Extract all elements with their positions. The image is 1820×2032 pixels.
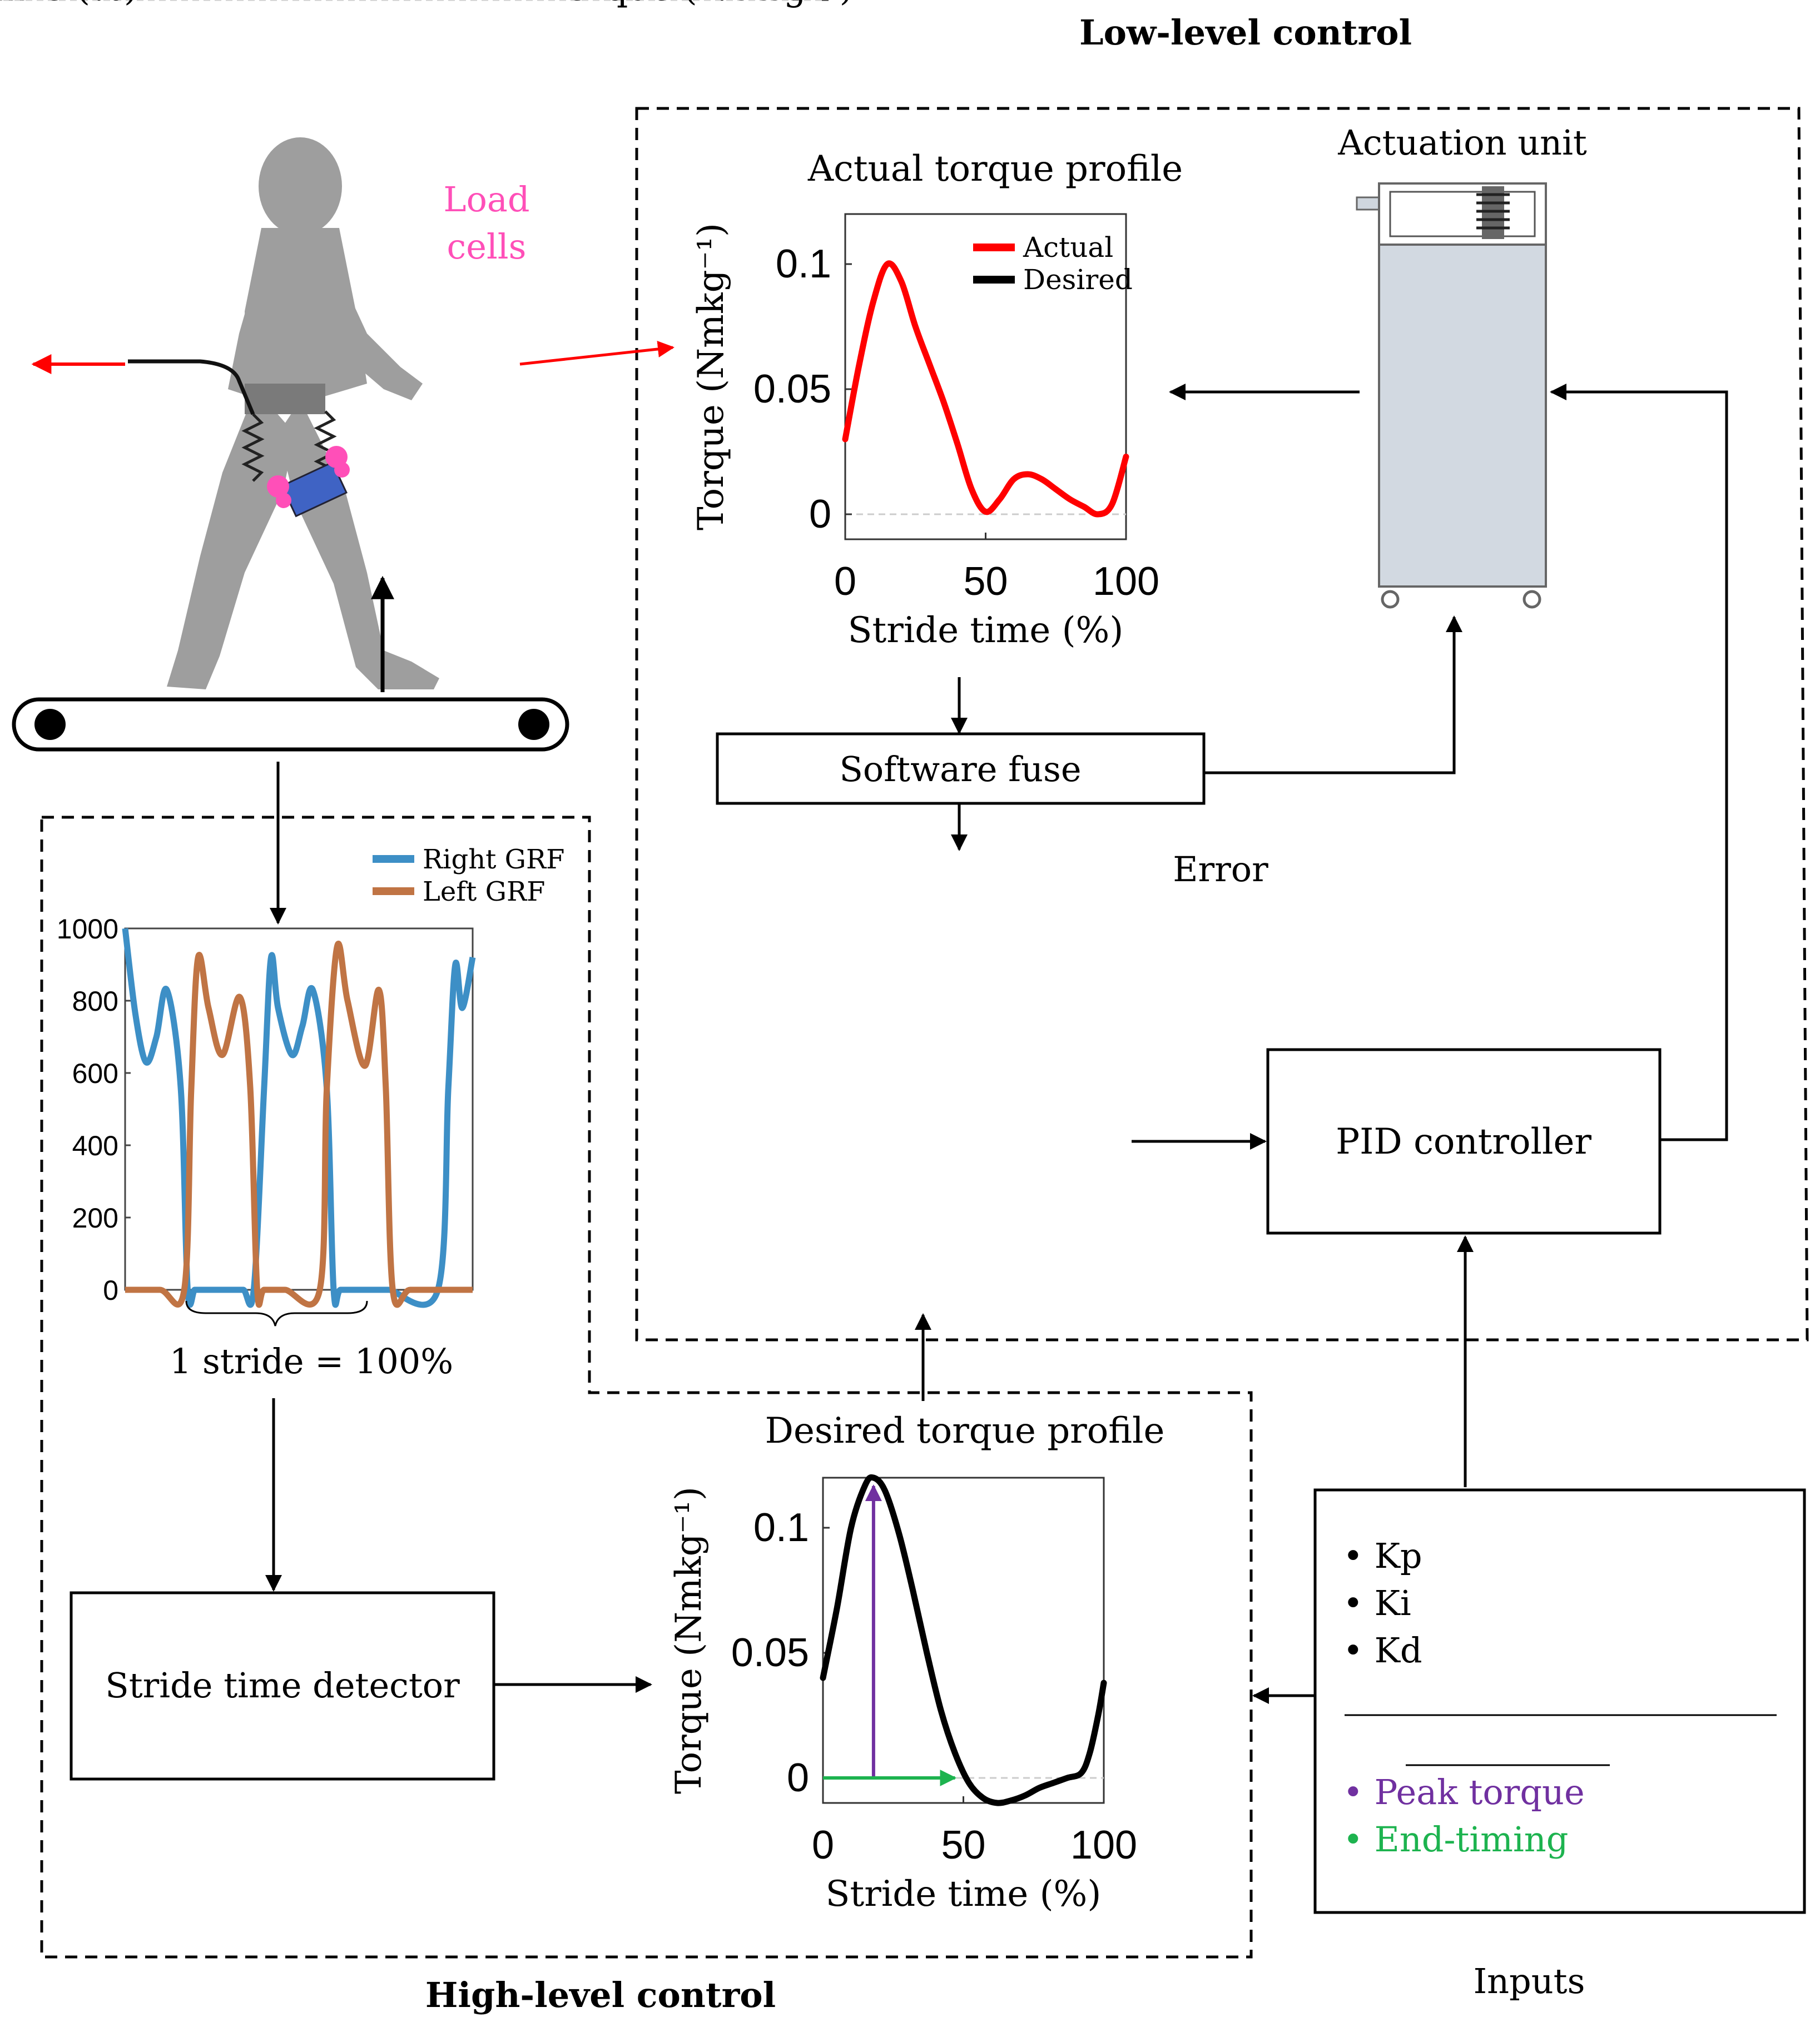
y-tick-label: 0 bbox=[787, 1756, 809, 1800]
high-level-title: High-level control bbox=[425, 1975, 776, 2015]
y-tick-label: 0.1 bbox=[752, 0, 808, 9]
load-cell-signal-arrow bbox=[519, 341, 675, 366]
gain-list: •Kp •Ki •Kd bbox=[1343, 1536, 1422, 1671]
series-line-right-grf bbox=[122, 928, 476, 1308]
y-tick-label: 0.05 bbox=[730, 0, 808, 9]
y-axis-label: Torque (Nmkg⁻¹) bbox=[668, 1487, 710, 1794]
x-tick-label: 100 bbox=[1070, 1823, 1137, 1867]
pid-controller-box bbox=[1266, 1048, 1662, 1235]
y-tick-label: 0 bbox=[809, 492, 831, 536]
legend-label: Left GRF bbox=[423, 876, 545, 907]
error-label: Error bbox=[1173, 849, 1268, 890]
x-tick-label: 50 bbox=[0, 0, 22, 9]
y-tick-label: 0 bbox=[786, 0, 808, 9]
x-tick-label: 100 bbox=[1093, 559, 1159, 604]
y-tick-label: 200 bbox=[72, 1203, 118, 1234]
x-axis-label: Stride time (%) bbox=[848, 610, 1124, 651]
gain-item: •Ki bbox=[1343, 1583, 1411, 1623]
software-fuse-label: Software fuse bbox=[839, 749, 1081, 789]
pid-controller-label: PID controller bbox=[1336, 1121, 1591, 1162]
gain-item: •Kd bbox=[1343, 1630, 1422, 1671]
y-axis-label: Torque (Nmkg⁻¹) bbox=[691, 223, 732, 530]
x-tick-label: 50 bbox=[963, 559, 1008, 604]
y-axis-label: Torque (Nmkg⁻¹) bbox=[545, 0, 853, 9]
x-axis-label: Stride time (%) bbox=[826, 1874, 1102, 1915]
y-tick-label: 0.05 bbox=[753, 367, 831, 411]
one-stride-label: 1 stride = 100% bbox=[170, 1341, 453, 1382]
y-tick-label: 600 bbox=[72, 1058, 118, 1089]
legend-label: Desired bbox=[1023, 264, 1133, 296]
desired-torque-profile-title: Desired torque profile bbox=[765, 1410, 1165, 1452]
legend-label: Right GRF bbox=[423, 844, 564, 875]
low-level-title: Low-level control bbox=[1079, 12, 1412, 53]
pid-to-actuation-arrow bbox=[1550, 384, 1728, 1141]
x-tick-label: 100 bbox=[0, 0, 33, 9]
y-tick-label: 0 bbox=[103, 1275, 118, 1306]
peak-torque-input: •Peak torque bbox=[1343, 1772, 1585, 1812]
x-tick-label: 0 bbox=[834, 559, 856, 604]
stride-brace bbox=[185, 1300, 368, 1326]
inputs-label: Inputs bbox=[1474, 1961, 1585, 2001]
actuation-unit-label: Actuation unit bbox=[1337, 122, 1587, 163]
y-tick-label: 1000 bbox=[57, 913, 118, 945]
fuse-to-actuation-arrow bbox=[1204, 615, 1462, 774]
series-line-desired bbox=[820, 1474, 1107, 1806]
x-tick-label: 50 bbox=[941, 1823, 985, 1867]
inputs-box bbox=[1313, 1488, 1806, 1914]
stride-time-detector-label: Stride time detector bbox=[105, 1665, 460, 1706]
stride-time-detector-box bbox=[70, 1591, 495, 1781]
x-tick-label: 0 bbox=[0, 0, 11, 9]
y-tick-label: 800 bbox=[72, 986, 118, 1017]
y-tick-label: 400 bbox=[72, 1130, 118, 1161]
y-tick-label: 0.1 bbox=[776, 242, 831, 286]
gain-item: •Kp bbox=[1343, 1536, 1422, 1576]
low-level-region bbox=[635, 107, 1809, 1342]
actuation-unit-illustration bbox=[1356, 182, 1547, 609]
plot-frame bbox=[124, 927, 474, 1291]
treadmill bbox=[12, 697, 569, 752]
series-line-left-grf bbox=[125, 941, 473, 1308]
actual-torque-profile-title: Actual torque profile bbox=[807, 148, 1183, 190]
x-tick-label: 0 bbox=[812, 1823, 834, 1867]
series-line-actual bbox=[842, 260, 1129, 518]
x-axis-label: Stride time (%) bbox=[0, 0, 138, 9]
y-tick-label: 0.05 bbox=[731, 1631, 809, 1675]
walking-person-illustration bbox=[128, 137, 439, 689]
plot-frame bbox=[822, 1477, 1105, 1804]
legend-label: Actual bbox=[1023, 231, 1113, 264]
end-timing-input: •End-timing bbox=[1343, 1819, 1568, 1860]
y-tick-label: 0.1 bbox=[753, 1506, 809, 1550]
